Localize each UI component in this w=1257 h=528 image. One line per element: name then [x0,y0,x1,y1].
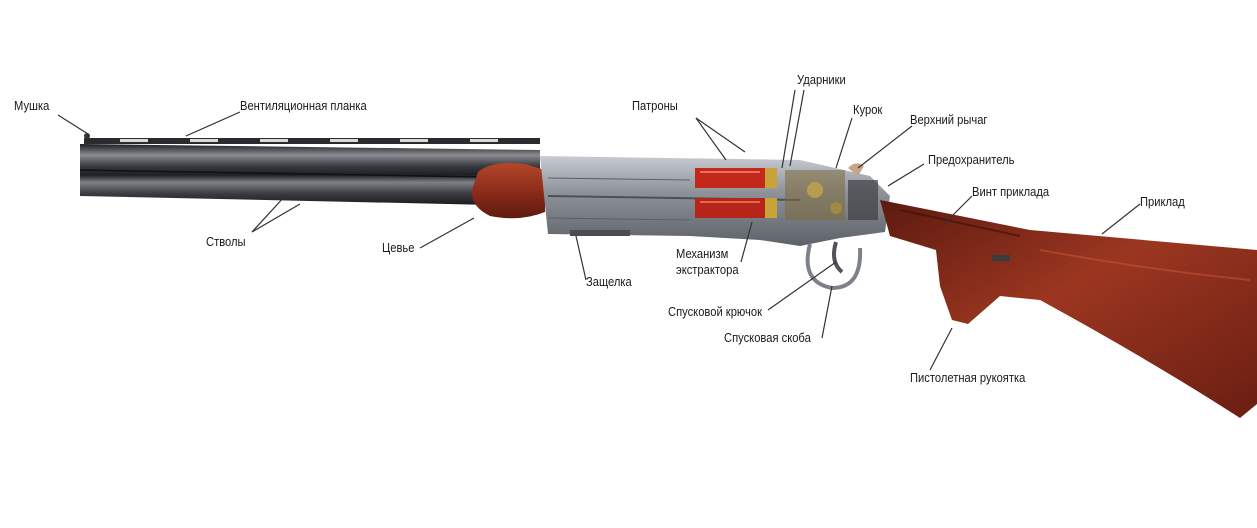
stock-screw [992,255,1010,261]
label-top-lever: Верхний рычаг [910,112,988,128]
forend [472,163,545,218]
label-forend: Цевье [382,240,414,256]
label-latch: Защелка [586,274,632,290]
label-firing-pins: Ударники [797,72,846,88]
label-front-sight: Мушка [14,98,49,114]
trigger [834,242,842,272]
label-stock: Приклад [1140,194,1185,210]
label-safety: Предохранитель [928,152,1014,168]
label-extractor-line2: экстрактора [676,262,739,278]
label-vent-rib: Вентиляционная планка [240,98,367,114]
label-hammer: Курок [853,102,882,118]
label-pistol-grip: Пистолетная рукоятка [910,370,1025,386]
label-trigger-guard: Спусковая скоба [724,330,811,346]
label-barrels: Стволы [206,234,246,250]
label-extractor-line1: Механизм [676,246,728,262]
label-trigger: Спусковой крючок [668,304,762,320]
label-stock-screw: Винт приклада [972,184,1049,200]
barrels [80,144,540,206]
vent-rib [84,138,540,144]
label-cartridges: Патроны [632,98,678,114]
